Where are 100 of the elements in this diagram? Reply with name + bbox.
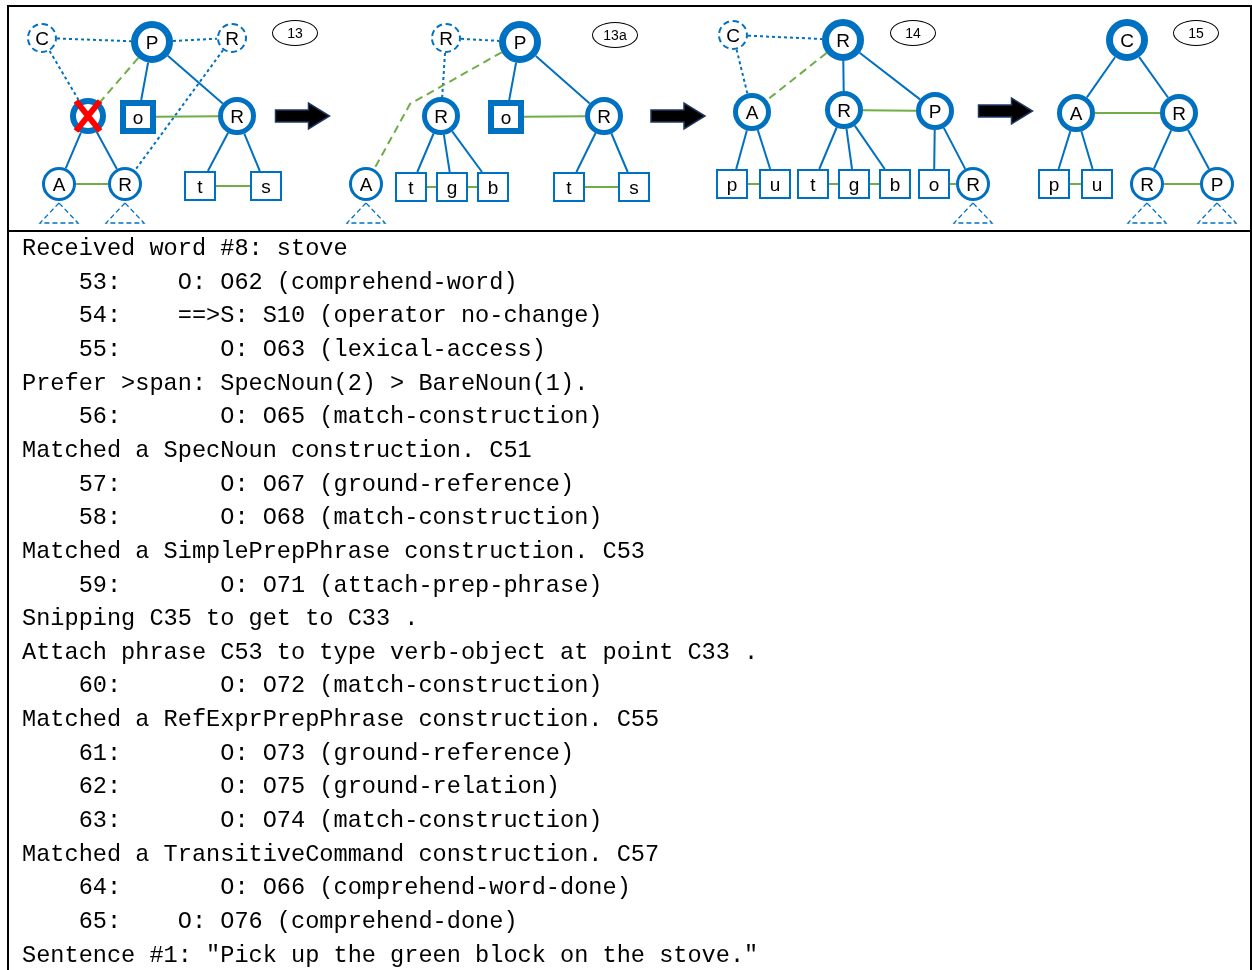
step-number: 15 <box>1173 20 1219 46</box>
step-number: 13a <box>592 22 638 48</box>
subtree-triangle <box>346 202 386 224</box>
dashed-node: C <box>27 23 57 53</box>
connector-line <box>534 54 591 105</box>
log-line: Matched a SpecNoun construction. C51 <box>22 435 532 466</box>
subtree-triangle <box>953 202 993 224</box>
tree-node: R <box>218 97 256 135</box>
crossed-out-node <box>70 98 106 134</box>
subtree-triangle <box>39 202 79 224</box>
connector-line <box>842 60 845 92</box>
connector-line <box>442 133 451 173</box>
log-line: 54: ==>S: S10 (operator no-change) <box>77 301 603 332</box>
dashed-node: R <box>217 23 247 53</box>
log-line: 61: O: O73 (ground-reference) <box>77 738 575 769</box>
dashed-line <box>460 37 500 42</box>
connector-line <box>155 115 219 118</box>
word-box: b <box>477 172 509 202</box>
transition-arrow <box>977 96 1034 126</box>
log-line: Matched a SimplePrepPhrase construction. C53 <box>22 536 645 567</box>
word-box: u <box>759 169 791 199</box>
tree-node: R <box>825 91 863 129</box>
connector-line <box>933 129 936 170</box>
word-box: u <box>1081 169 1113 199</box>
word-box: o <box>488 100 524 134</box>
log-line: Matched a RefExprPrepPhrase construction. C55 <box>22 705 660 736</box>
word-box: b <box>879 169 911 199</box>
log-line: Sentence #1: "Pick up the green block on the stove." <box>22 940 759 970</box>
connector-line <box>858 51 921 101</box>
connector-line <box>942 126 967 170</box>
word-box: p <box>716 169 748 199</box>
connector-line <box>451 130 483 173</box>
log-line: 60: O: O72 (match-construction) <box>77 671 603 702</box>
tree-node: P <box>1200 167 1234 201</box>
tree-node: P <box>499 21 541 63</box>
step-number: 14 <box>890 20 936 46</box>
connector-line <box>243 132 261 172</box>
tree-node: R <box>822 19 864 61</box>
tree-node: R <box>422 97 460 135</box>
connector-line <box>1187 128 1210 170</box>
log-line: 55: O: O63 (lexical-access) <box>77 334 546 365</box>
word-box: o <box>120 100 156 134</box>
connector-line <box>756 129 772 170</box>
word-box: o <box>918 169 950 199</box>
log-line: Attach phrase C53 to type verb-object at point C33 . <box>22 637 759 668</box>
connector-line <box>416 132 435 173</box>
log-line: 65: O: O76 (comprehend-done) <box>77 907 518 937</box>
log-line: Received word #8: stove <box>22 234 348 264</box>
log-line: 58: O: O68 (match-construction) <box>77 503 603 534</box>
connector-line <box>747 183 760 185</box>
tree-node: R <box>585 97 623 135</box>
dashed-line <box>172 37 218 42</box>
subtree-triangle <box>1197 202 1237 224</box>
connector-line <box>828 183 839 185</box>
step-number: 13 <box>272 20 318 46</box>
dashed-line <box>134 49 225 172</box>
log-line: 57: O: O67 (ground-reference) <box>77 469 575 500</box>
tree-node: A <box>349 167 383 201</box>
tree-node: R <box>956 167 990 201</box>
word-box: s <box>618 172 650 202</box>
dashed-node: R <box>431 23 461 53</box>
connector-line <box>853 124 886 170</box>
tree-node: P <box>916 92 954 130</box>
connector-line <box>1080 130 1094 170</box>
dashed-line <box>98 56 140 104</box>
log-line: Snipping C35 to get to C33 . <box>22 604 419 635</box>
tree-node: R <box>1130 167 1164 201</box>
log-line: 64: O: O66 (comprehend-word-done) <box>77 873 631 904</box>
tree-node: C <box>1106 19 1148 61</box>
log-line: 63: O: O74 (match-construction) <box>77 806 603 837</box>
connector-line <box>845 127 853 170</box>
connector-line <box>426 186 437 188</box>
transition-arrow <box>274 101 331 131</box>
word-box: g <box>838 169 870 199</box>
connector-line <box>215 185 251 187</box>
tree-node: P <box>131 21 173 63</box>
connector-line <box>95 130 118 171</box>
tree-node: A <box>42 167 76 201</box>
connector-line <box>1153 129 1173 170</box>
connector-line <box>523 115 586 118</box>
connector-line <box>64 131 82 170</box>
word-box: s <box>250 171 282 201</box>
log-line: Matched a TransitiveCommand construction. C57 <box>22 839 660 870</box>
connector-line <box>1069 183 1082 185</box>
word-box: t <box>797 169 829 199</box>
connector-line <box>508 61 518 101</box>
word-box: t <box>184 171 216 201</box>
connector-line <box>1085 56 1116 99</box>
word-box: t <box>395 172 427 202</box>
word-box: p <box>1038 169 1070 199</box>
tree-node: R <box>1160 94 1198 132</box>
subtree-triangle <box>1127 202 1167 224</box>
connector-line <box>140 61 150 101</box>
dashed-line <box>441 52 446 98</box>
connector-line <box>949 183 957 185</box>
dashed-line <box>735 48 749 95</box>
log-line: 59: O: O71 (attach-prep-phrase) <box>77 570 603 601</box>
connector-line <box>1163 183 1201 185</box>
connector-line <box>467 186 478 188</box>
connector-line <box>166 54 224 105</box>
